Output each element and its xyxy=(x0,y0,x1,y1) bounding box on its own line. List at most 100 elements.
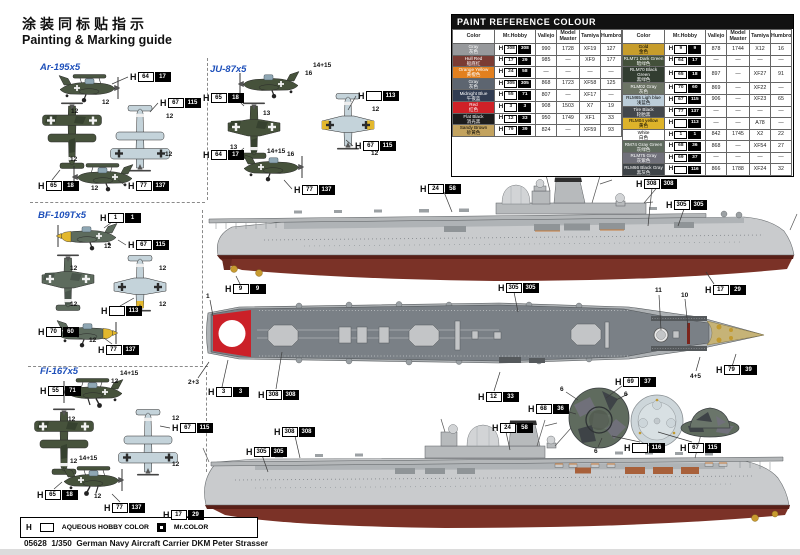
vallejo-cell: 906 xyxy=(705,93,727,107)
aqueous-symbol: H xyxy=(26,523,32,532)
tamiya-cell: XF24 xyxy=(749,163,771,177)
vallejo-cell: 866 xyxy=(705,163,727,177)
humbrol-cell: 19 xyxy=(600,100,622,114)
vallejo-cell: 878 xyxy=(705,43,727,56)
modelmaster-cell: 1749 xyxy=(556,112,580,126)
modelmaster-cell: — xyxy=(726,93,750,107)
humbrol-cell: 16 xyxy=(770,43,792,56)
tamiya-cell: XF19 xyxy=(579,43,601,56)
part-number-label: 10 xyxy=(681,292,689,299)
tamiya-cell: XF9 xyxy=(579,54,601,68)
modelmaster-cell: — xyxy=(726,117,750,130)
part-number-label: 12 xyxy=(91,185,99,192)
detail-dome-side-view xyxy=(680,407,740,438)
modelmaster-cell: — xyxy=(726,82,750,95)
humbrol-cell: 91 xyxy=(770,66,792,84)
tamiya-cell: X7 xyxy=(579,100,601,114)
part-number-label: 13 xyxy=(230,144,238,151)
footer-band xyxy=(0,549,800,555)
part-number-label: 14+15 xyxy=(267,148,286,155)
part-number-label: 12 xyxy=(372,106,380,113)
vallejo-cell: 868 xyxy=(535,77,557,91)
part-number-label: 2+3 xyxy=(188,379,200,386)
modelmaster-cell: — xyxy=(556,66,580,79)
part-number-label: 14+15 xyxy=(120,370,139,377)
humbrol-cell: 177 xyxy=(600,54,622,68)
part-number-label: 12 xyxy=(166,113,174,120)
vallejo-cell: 897 xyxy=(705,66,727,84)
ship-side-profile-top xyxy=(208,174,798,281)
vallejo-cell: 908 xyxy=(535,100,557,114)
part-number-label: 12 xyxy=(104,243,112,250)
part-number-label: 12 xyxy=(159,265,167,272)
humbrol-cell: 65 xyxy=(770,93,792,107)
humbrol-cell: 127 xyxy=(600,43,622,56)
modelmaster-cell: 1788 xyxy=(726,163,750,177)
divider-vertical-3 xyxy=(206,372,207,472)
section-title-fi167: FI-167x5 xyxy=(40,366,79,377)
modelmaster-cell: 1745 xyxy=(726,128,750,142)
ar195-top-view xyxy=(42,100,102,177)
humbrol-cell: 22 xyxy=(770,128,792,142)
part-number-label: 14+15 xyxy=(79,455,98,462)
part-number-label: 12 xyxy=(371,150,379,157)
humbrol-cell: — xyxy=(770,54,792,68)
bf109-side-top xyxy=(54,220,120,257)
modelmaster-cell: 1728 xyxy=(556,43,580,56)
humbrol-cell: 33 xyxy=(600,112,622,126)
divider-horizontal-2 xyxy=(28,366,208,367)
part-number-label: 12 xyxy=(111,378,119,385)
column-header: Color xyxy=(622,29,665,44)
modelmaster-cell: — xyxy=(726,66,750,84)
detail-camo-turret-top xyxy=(568,387,630,449)
section-title-bf109: BF-109Tx5 xyxy=(38,210,87,221)
part-number-label: 12 xyxy=(71,108,79,115)
bf109-top-view xyxy=(40,252,96,319)
column-header: Color xyxy=(452,29,495,44)
footer-kit-info: 05628 1/350 German Navy Aircraft Carrier… xyxy=(24,539,269,548)
part-number-label: 16 xyxy=(305,70,313,77)
modelmaster-cell: — xyxy=(556,124,580,137)
tamiya-cell: XF17 xyxy=(579,89,601,102)
